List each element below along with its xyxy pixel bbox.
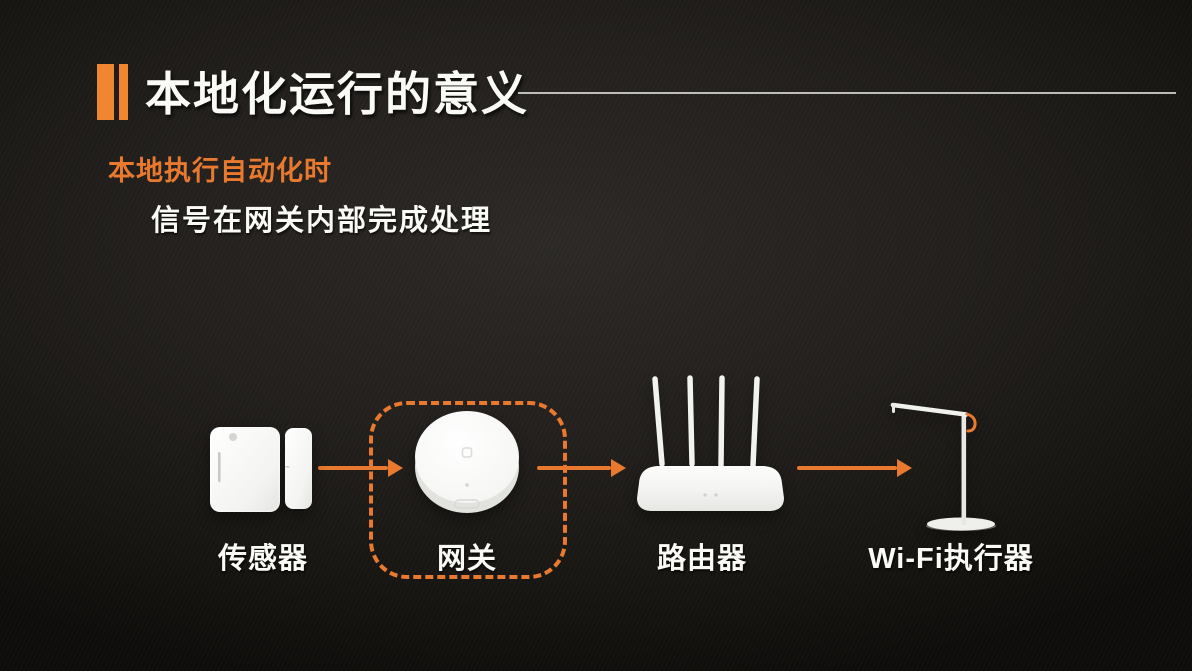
arrow-right-icon (537, 459, 626, 477)
router-led-dot (714, 493, 718, 497)
router-antennas (652, 375, 760, 468)
title-divider-line (518, 92, 1176, 94)
desk-lamp-illustration (890, 402, 996, 531)
arrow-right-icon (318, 459, 403, 477)
node-label-sensor: 传感器 (217, 543, 309, 575)
lamp-arm (890, 402, 969, 417)
sensor-slit (218, 452, 221, 482)
lamp-orange-hinge (965, 412, 977, 433)
node-label-gateway: 网关 (436, 543, 498, 575)
gateway-bottom-slot (454, 499, 480, 509)
title-accent-bars (97, 64, 128, 120)
sensor-led-dot (229, 433, 237, 441)
sensor-magnet-bar (285, 428, 312, 509)
subtitle-highlight: 本地执行自动化时 (108, 156, 332, 186)
gateway-logo-mark (461, 447, 473, 458)
gateway-highlight-dashed-box (369, 401, 567, 579)
smart-gateway-illustration (415, 411, 519, 513)
page-title: 本地化运行的意义 (145, 68, 529, 120)
title-bar-thin (119, 64, 128, 120)
title-bar-thick (97, 64, 114, 120)
door-window-sensor-illustration (210, 427, 312, 512)
router-led-dot (703, 493, 707, 497)
wifi-router-illustration (637, 375, 784, 511)
node-label-router: 路由器 (656, 543, 748, 575)
arrow-right-icon (797, 459, 912, 477)
node-label-wifi-actuator: Wi-Fi执行器 (868, 543, 1034, 575)
subtitle-description: 信号在网关内部完成处理 (151, 205, 493, 237)
